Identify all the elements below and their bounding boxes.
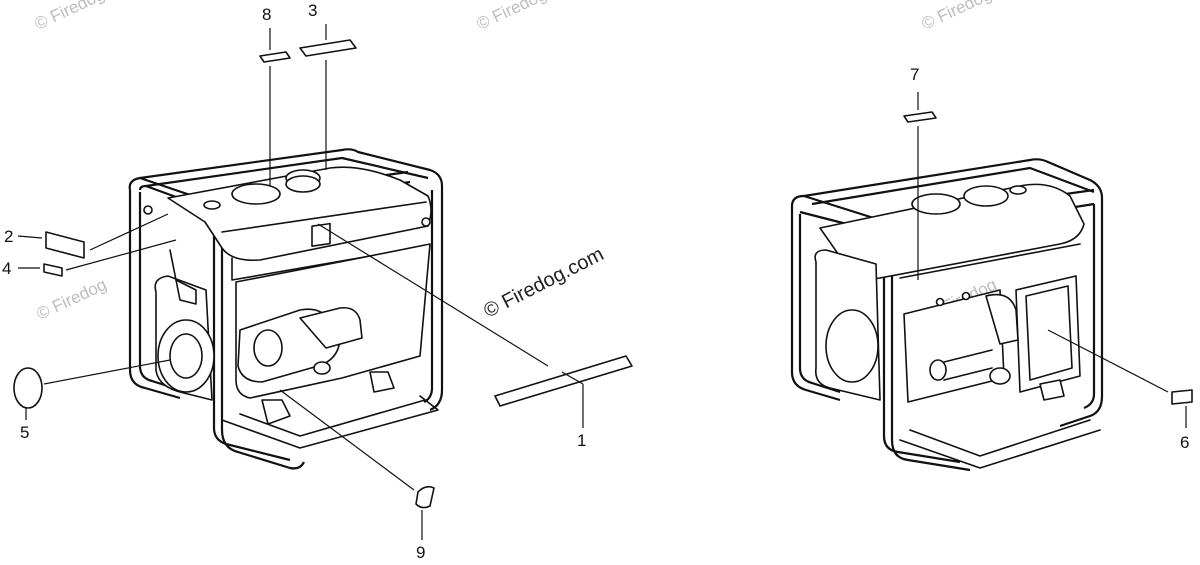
- callout-1: 1: [577, 431, 586, 450]
- watermark-top-right: © Firedog: [919, 0, 995, 34]
- generator-rear-view: [790, 158, 1104, 472]
- part-2-label: [45, 231, 85, 259]
- callout-7: 7: [910, 65, 919, 84]
- watermark-top-center: © Firedog: [474, 0, 550, 34]
- watermark-main: © Firedog.com: [480, 243, 607, 322]
- callout-9: 9: [416, 543, 425, 562]
- part-6-tag: [1171, 389, 1193, 405]
- callout-3: 3: [308, 1, 317, 20]
- part-8-tag: [259, 51, 291, 63]
- watermark-top-left: © Firedog: [32, 0, 108, 34]
- callout-5: 5: [20, 423, 29, 442]
- watermark-left: © Firedog: [34, 275, 110, 324]
- part-9-tag: [415, 485, 435, 509]
- callout-6: 6: [1180, 433, 1189, 452]
- part-5-decal: [13, 367, 43, 409]
- callout-4: 4: [2, 259, 11, 278]
- part-1-strip: [494, 355, 633, 407]
- part-3-label: [299, 39, 357, 57]
- part-7-tag: [903, 111, 937, 123]
- generator-front-view: [128, 148, 444, 470]
- leader-lines: [17, 24, 1187, 540]
- callout-2: 2: [4, 227, 13, 246]
- part-4-label: [43, 263, 63, 277]
- parts: [13, 39, 1193, 509]
- callout-8: 8: [262, 5, 271, 24]
